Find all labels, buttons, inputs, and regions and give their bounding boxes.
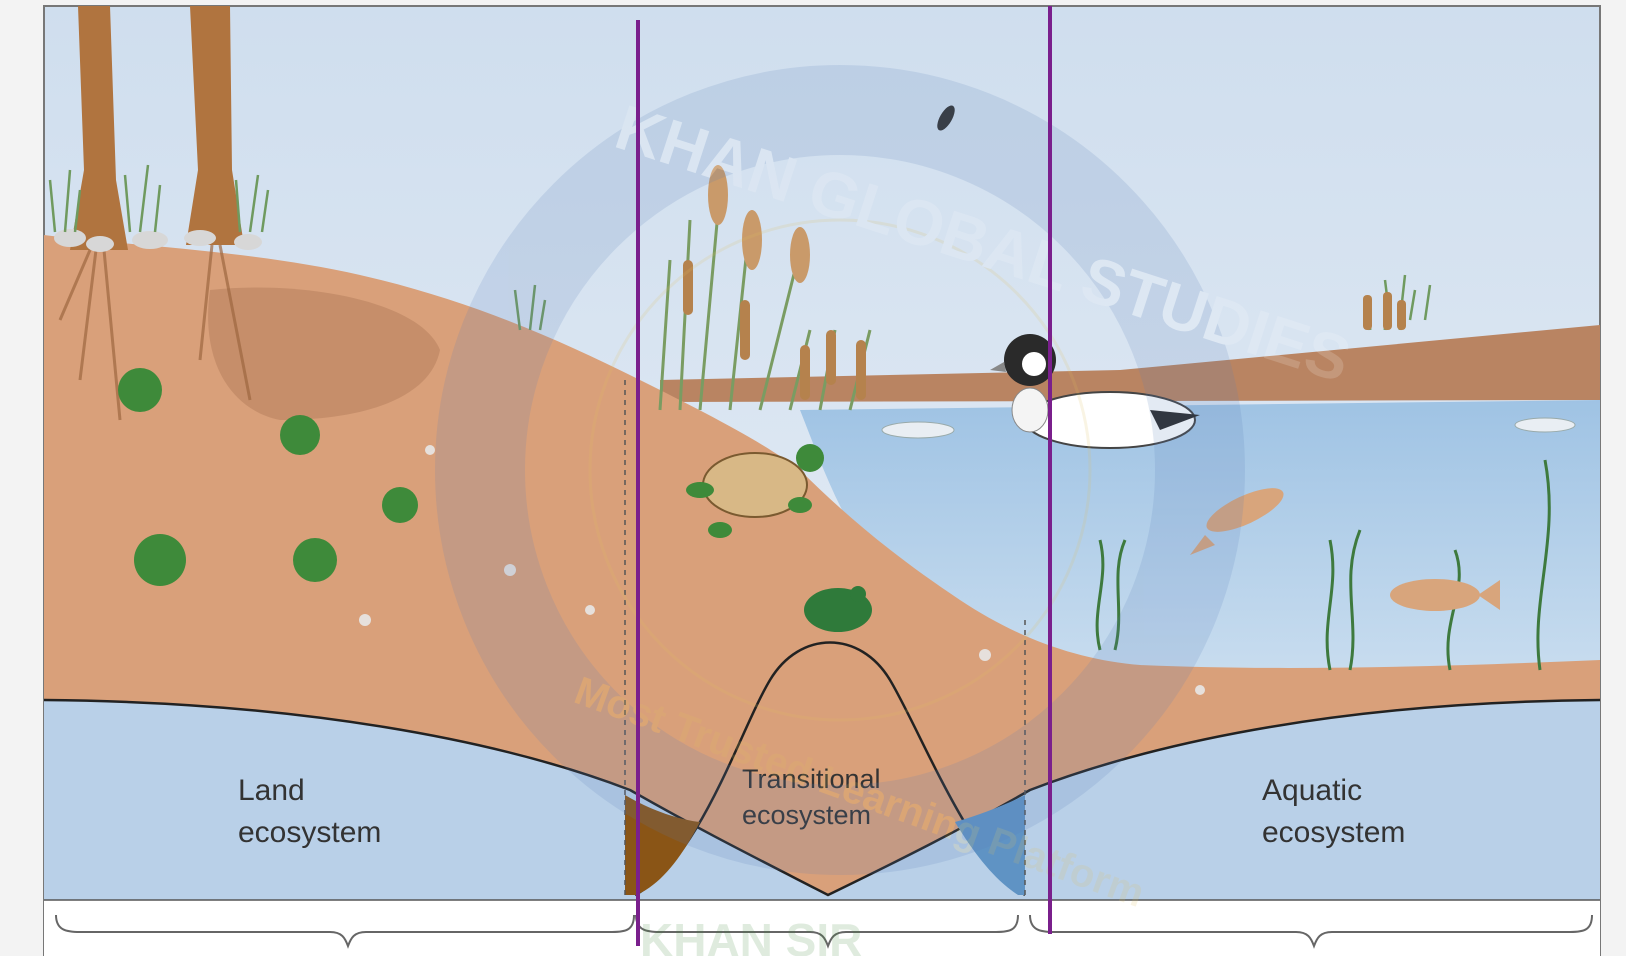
watermark-footer: KHAN SIR xyxy=(640,914,862,956)
land-label-line2: ecosystem xyxy=(238,816,381,849)
aquatic-label-line1: Aquatic xyxy=(1262,774,1362,807)
land-label-line1: Land xyxy=(238,774,305,807)
aquatic-label-line2: ecosystem xyxy=(1262,816,1405,849)
